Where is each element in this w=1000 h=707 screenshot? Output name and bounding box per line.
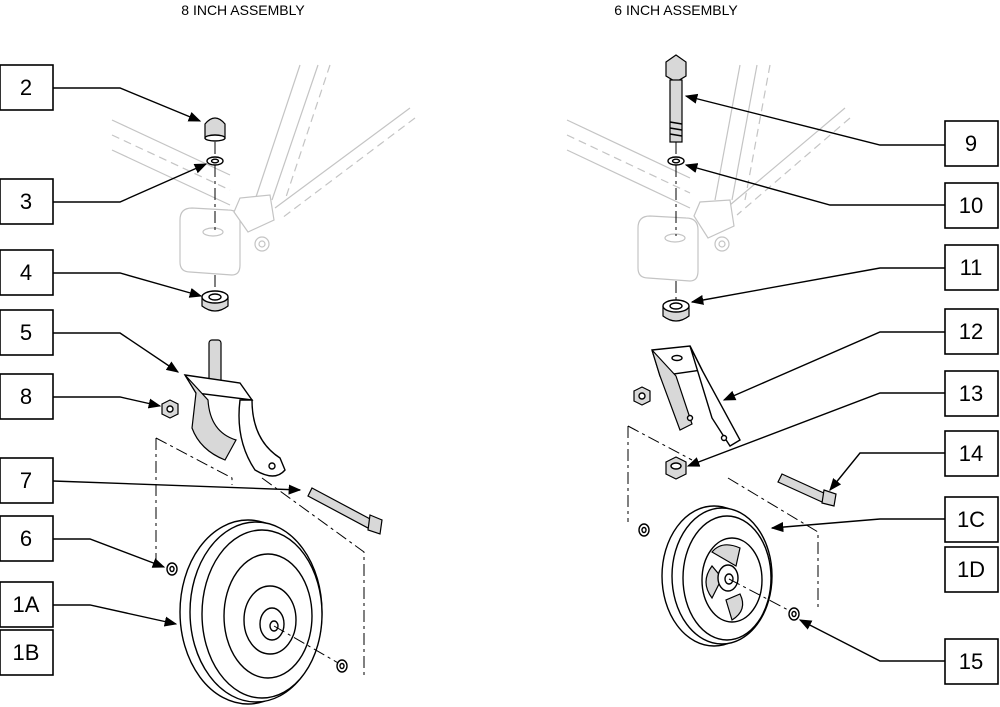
axle-centerlines-left bbox=[155, 437, 365, 676]
callout-6: 6 bbox=[0, 515, 166, 568]
svg-text:2: 2 bbox=[20, 75, 32, 100]
bearing-spacer-right bbox=[662, 299, 690, 322]
callout-15: 15 bbox=[798, 619, 999, 685]
svg-text:1D: 1D bbox=[957, 557, 985, 582]
callout-14: 14 bbox=[829, 430, 999, 491]
caster-fork-6-inch bbox=[651, 345, 741, 447]
svg-text:4: 4 bbox=[20, 260, 32, 285]
callout-11: 11 bbox=[690, 244, 999, 305]
svg-text:11: 11 bbox=[960, 255, 983, 280]
callout-4: 4 bbox=[0, 249, 203, 298]
axle-centerlines-right bbox=[627, 425, 819, 610]
callout-13: 13 bbox=[686, 370, 999, 467]
washer-axle-end-left bbox=[336, 659, 348, 673]
callout-1A: 1A bbox=[0, 581, 178, 628]
frame-ghost-8-inch bbox=[111, 64, 416, 276]
assembly-title-6-inch: 6 INCH ASSEMBLY bbox=[614, 2, 738, 18]
axle-bolt-left bbox=[307, 487, 383, 535]
washer-axle-end-right bbox=[788, 607, 800, 621]
svg-text:1B: 1B bbox=[13, 640, 40, 665]
svg-text:9: 9 bbox=[965, 131, 977, 156]
callout-7: 7 bbox=[0, 457, 302, 504]
lock-nut-right-upper bbox=[633, 386, 651, 406]
callout-9: 9 bbox=[684, 93, 999, 167]
axle-bolt-right bbox=[777, 473, 837, 507]
svg-text:8: 8 bbox=[20, 384, 32, 409]
svg-text:6: 6 bbox=[20, 526, 32, 551]
svg-text:12: 12 bbox=[959, 319, 983, 344]
washer-6-left bbox=[166, 562, 178, 576]
washer-right-inner bbox=[638, 523, 650, 537]
callout-3: 3 bbox=[0, 163, 208, 225]
svg-text:15: 15 bbox=[959, 649, 983, 674]
callout-2: 2 bbox=[0, 64, 202, 122]
svg-text:14: 14 bbox=[959, 441, 983, 466]
lock-nut-left bbox=[161, 399, 179, 419]
svg-text:1A: 1A bbox=[13, 592, 40, 617]
callout-1B: 1B bbox=[0, 629, 54, 676]
callout-1C: 1C bbox=[770, 496, 999, 543]
callout-5: 5 bbox=[0, 309, 180, 373]
svg-text:7: 7 bbox=[20, 468, 32, 493]
svg-text:13: 13 bbox=[959, 381, 983, 406]
callout-1D: 1D bbox=[944, 546, 999, 593]
hex-bolt-vertical bbox=[665, 54, 687, 143]
wheel-8-inch bbox=[179, 519, 323, 705]
washer-small-right bbox=[667, 156, 685, 166]
svg-text:5: 5 bbox=[20, 320, 32, 345]
callout-10: 10 bbox=[684, 163, 999, 229]
lock-nut-right bbox=[665, 456, 687, 480]
frame-ghost-6-inch bbox=[566, 64, 851, 282]
svg-text:1C: 1C bbox=[957, 507, 985, 532]
assembly-title-8-inch: 8 INCH ASSEMBLY bbox=[181, 2, 305, 18]
wheel-6-inch bbox=[661, 505, 773, 647]
caster-fork-8-inch bbox=[183, 339, 286, 477]
svg-text:3: 3 bbox=[20, 189, 32, 214]
callout-8: 8 bbox=[0, 373, 162, 420]
cap-nut bbox=[204, 117, 226, 142]
callout-12: 12 bbox=[722, 308, 999, 401]
washer-small-left bbox=[206, 156, 224, 166]
bearing-spacer-left bbox=[201, 290, 229, 312]
svg-text:10: 10 bbox=[959, 193, 983, 218]
